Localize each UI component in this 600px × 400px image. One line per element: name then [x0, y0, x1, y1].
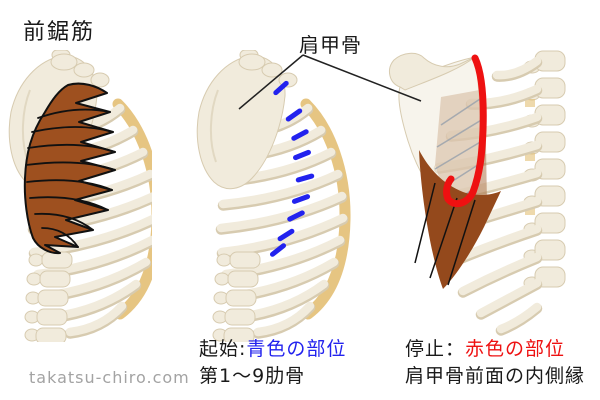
origin-marker-dash: [269, 243, 287, 257]
insertion-caption: 停止：赤色の部位 肩甲骨前面の内側縁: [405, 336, 585, 390]
origin-caption: 起始:青色の部位 第1～9肋骨: [199, 336, 346, 390]
origin-marker-dash: [293, 149, 311, 161]
origin-detail: 第1～9肋骨: [199, 365, 306, 387]
origin-marker-dash: [295, 173, 315, 183]
insertion-detail: 肩甲骨前面の内側縁: [405, 365, 586, 387]
scapula-label: 肩甲骨: [299, 33, 362, 57]
vertebral-column: [523, 50, 566, 290]
ribs-through-scapula: [434, 96, 484, 212]
origin-prefix: 起始:: [199, 338, 247, 360]
origin-line: 起始:青色の部位: [199, 336, 346, 363]
figure-insertion-scapula-posterior: [388, 50, 566, 336]
origin-marker-dash: [291, 194, 311, 204]
rib-lines-on-muscle: [414, 182, 476, 286]
muscle-slip-lines: [25, 108, 116, 248]
figure-origin-ribs-lateral: [188, 50, 363, 342]
origin-marker-dash: [285, 108, 303, 122]
insertion-line-text: 停止：赤色の部位: [405, 336, 585, 363]
origin-marker-dash: [287, 210, 305, 222]
insertion-marker: [443, 54, 487, 208]
insertion-prefix: 停止：: [405, 338, 466, 360]
watermark: takatsu-chiro.com: [29, 368, 190, 387]
serratus-below-scapula: [419, 150, 501, 289]
insertion-highlight: 赤色の部位: [465, 338, 566, 360]
page-title: 前鋸筋: [23, 20, 96, 45]
origin-marker-dash: [277, 228, 295, 242]
figure-serratus-muscle-lateral: [0, 50, 152, 342]
origin-marker-dash: [291, 129, 309, 141]
origin-highlight: 青色の部位: [246, 338, 347, 360]
